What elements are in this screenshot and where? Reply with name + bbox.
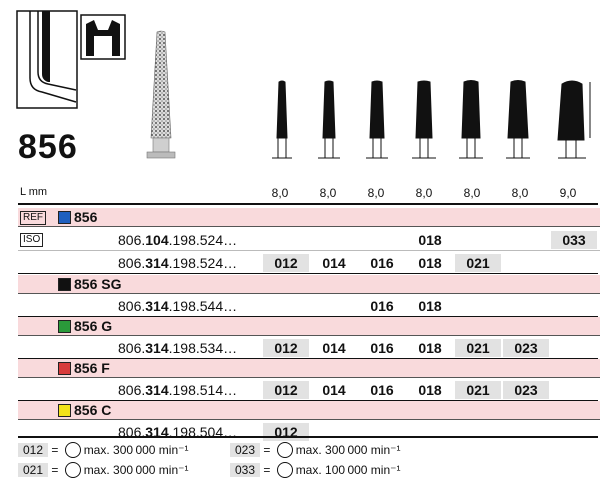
ref-number: 806.104.198.524… (118, 232, 238, 248)
size-cell: 016 (370, 382, 394, 398)
size-cell: 016 (370, 298, 394, 314)
speed-legend-item: 023 = max. 300 000 min⁻¹ (230, 442, 400, 459)
group-header-856g (18, 317, 600, 335)
group-header-856sg (18, 275, 600, 293)
group-name: 856 C (74, 402, 112, 418)
group-header-856 (18, 208, 600, 226)
size-cell: 018 (418, 298, 442, 314)
ref-number: 806.314.198.514… (118, 382, 238, 398)
speed-legend-item: 033 = max. 100 000 min⁻¹ (230, 462, 400, 479)
speed-legend-item: 012 = max. 300 000 min⁻¹ (18, 442, 188, 459)
length-unit-label: L mm (20, 186, 48, 198)
rotation-icon (276, 462, 293, 478)
size-cell: 021 (455, 339, 501, 357)
table-bottom-rule (18, 436, 598, 438)
length-value: 9,0 (559, 186, 577, 200)
speed-legend-item: 021 = max. 300 000 min⁻¹ (18, 462, 188, 479)
color-swatch-blue (58, 211, 71, 224)
bur-sizes-drawing (272, 80, 591, 159)
row-divider (18, 250, 600, 251)
size-cell: 018 (418, 255, 442, 271)
group-header-856c (18, 401, 600, 419)
size-cell: 014 (322, 340, 346, 356)
size-cell: 018 (418, 232, 442, 248)
ref-label: REF (20, 211, 46, 225)
size-cell: 012 (263, 339, 309, 357)
size-cell: 014 (322, 255, 346, 271)
size-cell: 021 (455, 381, 501, 399)
tooth-preparation-icon (80, 14, 126, 60)
group-rule (18, 316, 598, 317)
size-cell: 016 (370, 340, 394, 356)
size-cell: 012 (263, 254, 309, 272)
length-value: 8,0 (511, 186, 529, 200)
size-cell: 018 (418, 382, 442, 398)
rotation-icon (276, 442, 293, 458)
group-rule (18, 400, 598, 401)
iso-label: ISO (20, 233, 44, 247)
ref-number: 806.314.198.534… (118, 340, 238, 356)
length-value: 8,0 (415, 186, 433, 200)
bur-profile-illustration (16, 10, 78, 109)
size-cell: 033 (551, 231, 597, 249)
length-value: 8,0 (271, 186, 289, 200)
group-name: 856 SG (74, 276, 122, 292)
ref-number: 806.314.198.544… (118, 298, 238, 314)
group-divider (18, 335, 600, 336)
diamond-bur-image (146, 30, 176, 159)
length-value: 8,0 (367, 186, 385, 200)
group-header-856f (18, 359, 600, 377)
group-divider (18, 226, 600, 227)
size-cell: 018 (418, 340, 442, 356)
color-swatch-green (58, 320, 71, 333)
length-value: 8,0 (319, 186, 337, 200)
rotation-icon (64, 442, 81, 458)
rotation-icon (64, 462, 81, 478)
size-cell: 023 (503, 339, 549, 357)
group-rule (18, 358, 598, 359)
size-cell: 012 (263, 381, 309, 399)
product-title: 856 (18, 128, 78, 166)
color-swatch-red (58, 362, 71, 375)
group-divider (18, 293, 600, 294)
size-cell: 021 (455, 254, 501, 272)
group-name: 856 (74, 209, 98, 225)
group-name: 856 G (74, 318, 113, 334)
length-value: 8,0 (463, 186, 481, 200)
table-top-rule (18, 203, 598, 205)
group-name: 856 F (74, 360, 110, 376)
group-divider (18, 377, 600, 378)
size-cell: 023 (503, 381, 549, 399)
size-cell: 012 (263, 423, 309, 441)
color-swatch-black (58, 278, 71, 291)
color-swatch-yellow (58, 404, 71, 417)
size-cell: 016 (370, 255, 394, 271)
size-cell: 014 (322, 382, 346, 398)
group-rule (18, 273, 598, 274)
group-divider (18, 419, 600, 420)
ref-number: 806.314.198.524… (118, 255, 238, 271)
